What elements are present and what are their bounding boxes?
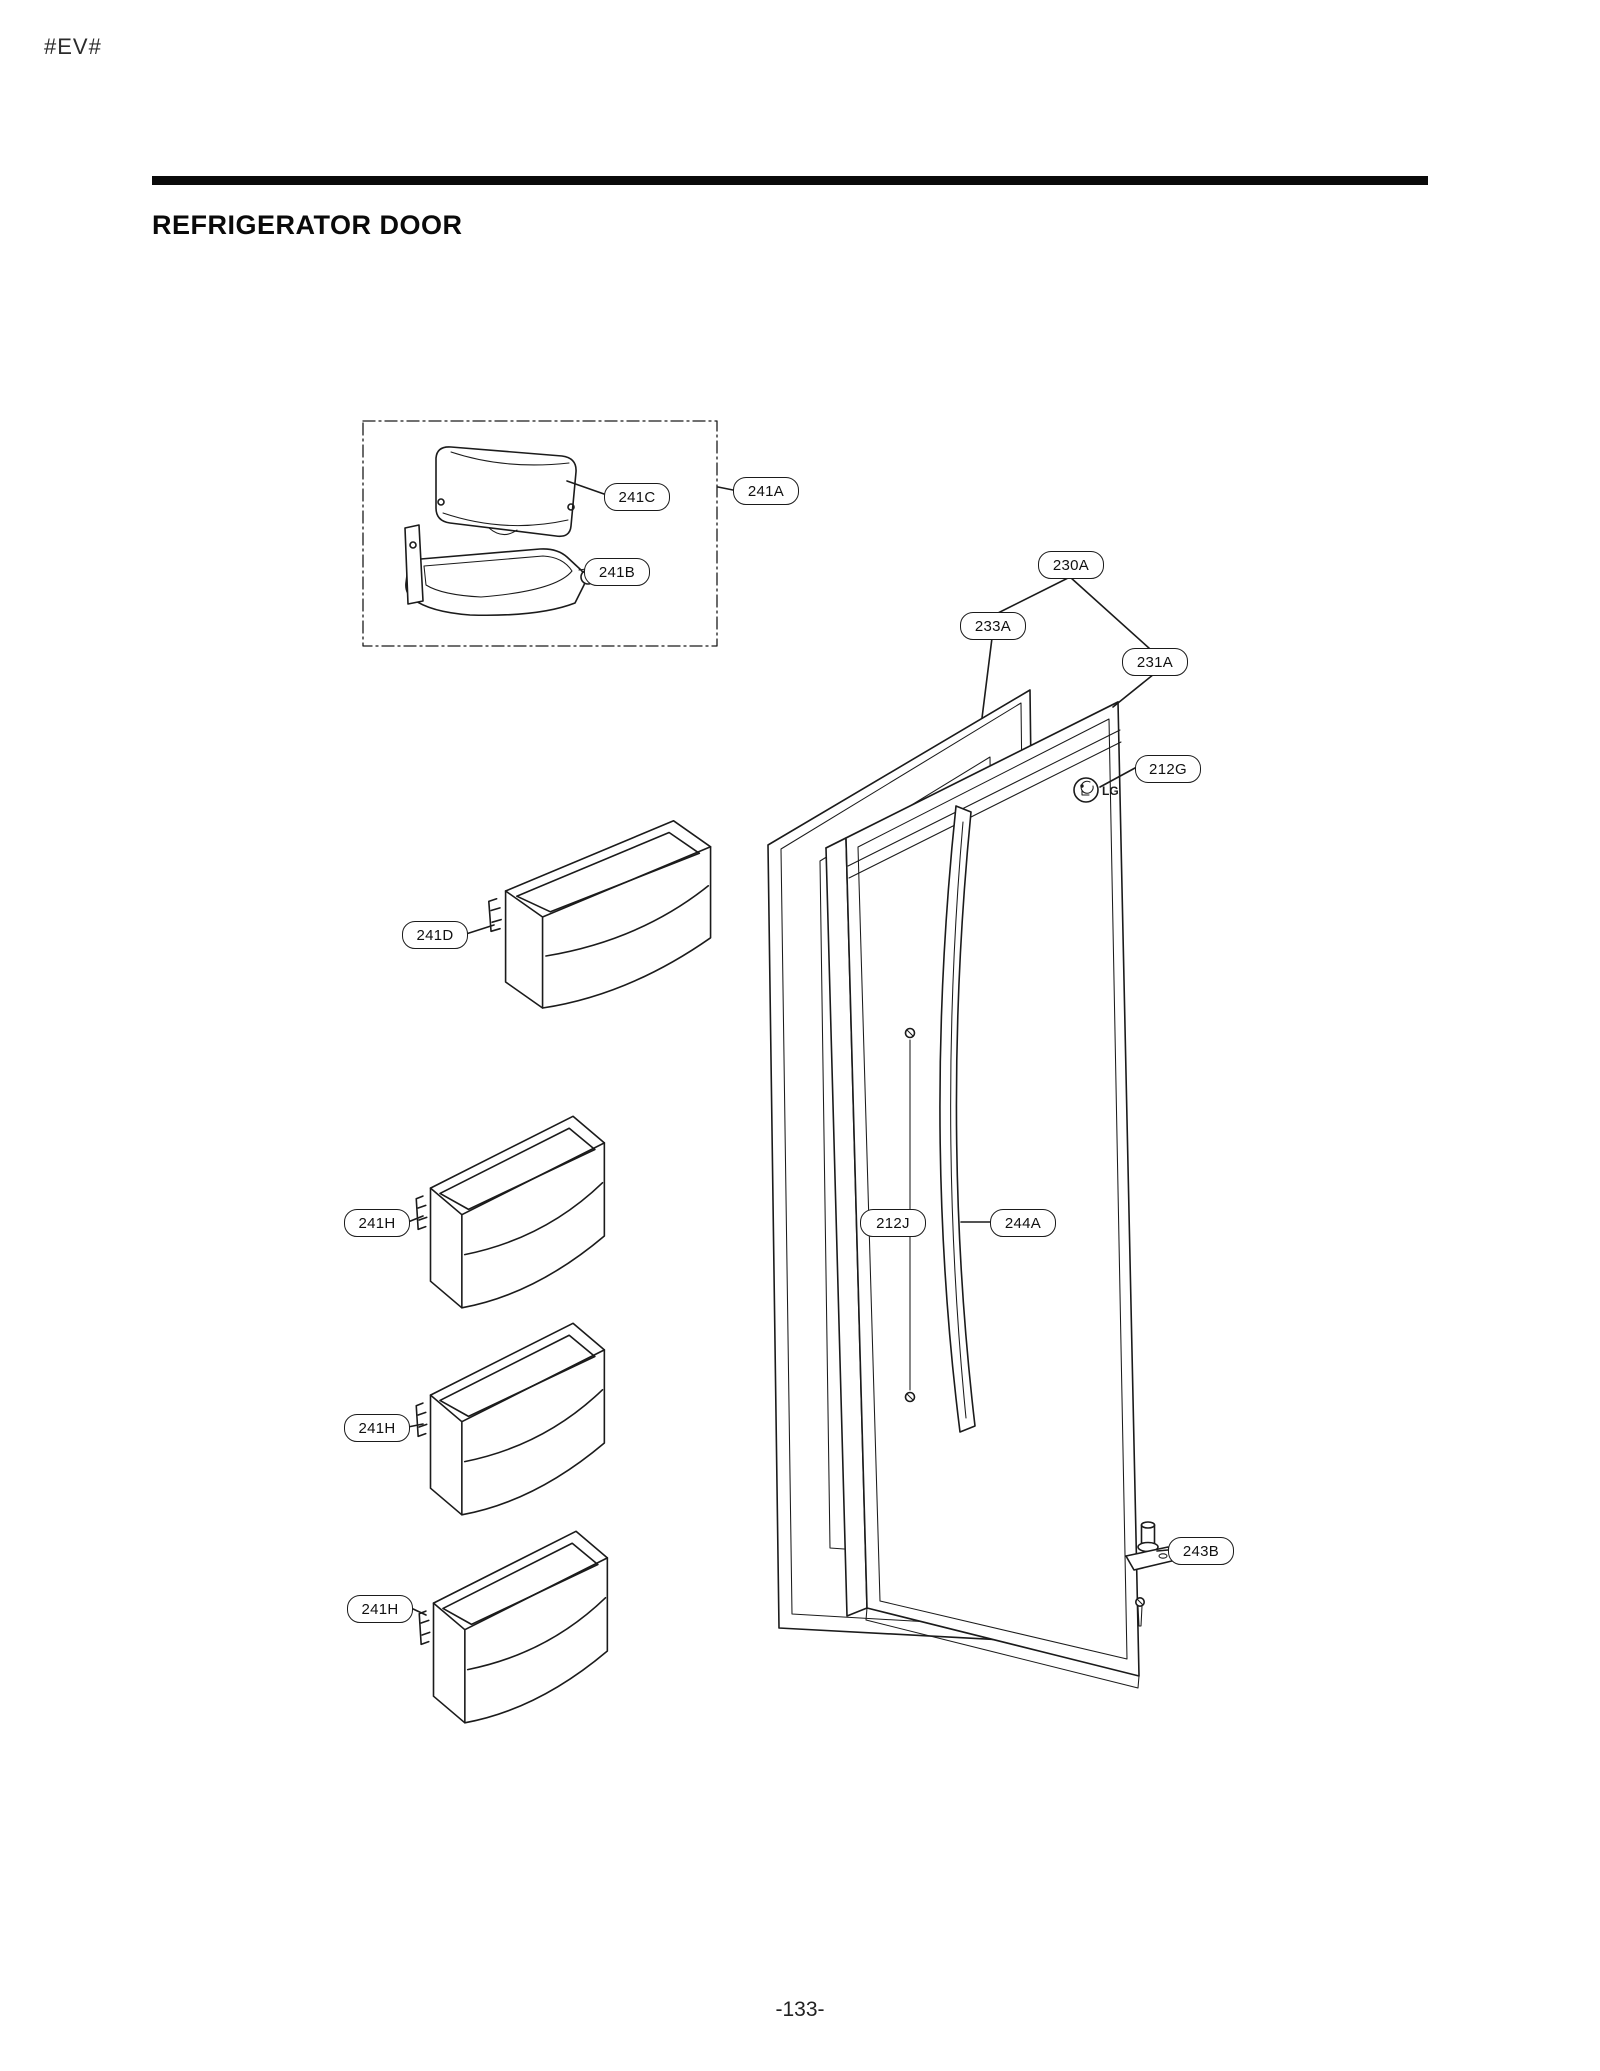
door-panel	[825, 701, 1140, 1689]
callout-233A: 233A	[960, 612, 1026, 640]
hinge-pin	[1125, 1521, 1177, 1571]
page-title: REFRIGERATOR DOOR	[152, 210, 463, 240]
hinge-screw	[1135, 1597, 1146, 1627]
door-bin-241h-1	[415, 1115, 606, 1309]
callout-241B: 241B	[584, 558, 650, 586]
callout-230A: 230A	[1038, 551, 1104, 579]
door-bin-241h-3	[418, 1530, 609, 1724]
page-number: -133-	[775, 1998, 825, 2021]
callout-241D: 241D	[402, 921, 468, 949]
door-bin-241d	[487, 819, 712, 1010]
callout-241C: 241C	[604, 483, 670, 511]
callout-231A: 231A	[1122, 648, 1188, 676]
lg-logo-text: LG	[1102, 784, 1119, 798]
header-code: #EV#	[44, 34, 102, 59]
dispenser-tray	[404, 524, 596, 617]
title-rule	[152, 176, 1428, 185]
leader-lines	[407, 480, 1169, 1616]
door-bin-241h-2	[415, 1322, 606, 1516]
lg-logo-badge: LG	[1073, 777, 1119, 803]
callout-243B: 243B	[1168, 1537, 1234, 1565]
door-handle	[939, 805, 976, 1433]
callout-241A: 241A	[733, 477, 799, 505]
dispenser-group-box	[362, 420, 718, 647]
callout-212G: 212G	[1135, 755, 1201, 783]
callout-244A: 244A	[990, 1209, 1056, 1237]
callout-241H-1: 241H	[344, 1209, 410, 1237]
callout-241H-2: 241H	[344, 1414, 410, 1442]
callout-212J: 212J	[860, 1209, 926, 1237]
dispenser-cover	[435, 446, 577, 538]
callout-241H-3: 241H	[347, 1595, 413, 1623]
